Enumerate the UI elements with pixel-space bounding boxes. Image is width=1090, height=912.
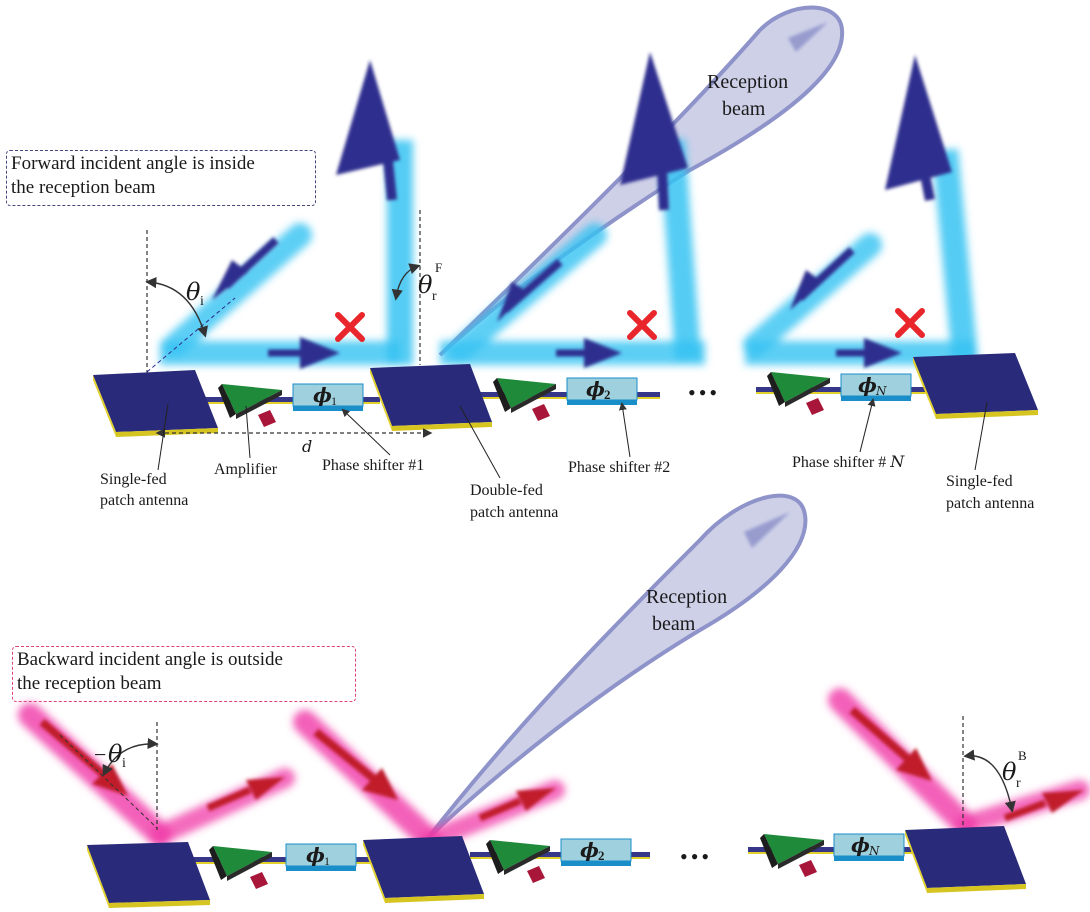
patch-antenna-double-fed-bottom <box>363 836 484 903</box>
svg-text:θ: θ <box>186 278 201 306</box>
blocked-mark-3 <box>895 308 925 338</box>
blocked-marks-top <box>335 308 925 342</box>
forward-note-line-1: Forward incident angle is inside <box>11 153 255 174</box>
amplifier-top-n <box>767 372 830 415</box>
label-phase-shifter-2: Phase shifter #2 <box>568 459 670 476</box>
svg-text:θ: θ <box>1002 758 1017 786</box>
forward-incidence-note: Forward incident angle is inside the rec… <box>6 150 316 206</box>
amplifier-top-1 <box>218 384 282 427</box>
patch-antenna-single-fed-right-top <box>913 353 1038 419</box>
svg-text:1: 1 <box>324 854 330 868</box>
theta-i-label-top: θ i <box>186 278 204 309</box>
spacing-indicator: d <box>155 428 433 456</box>
label-single-fed-left: Single-fed patch antenna <box>100 471 188 509</box>
label-phase-shifter-1: Phase shifter #1 <box>322 457 424 474</box>
reception-beam-top-label: Reception beam <box>707 71 793 120</box>
amplifier-bottom-1 <box>209 846 272 889</box>
svg-text:θ: θ <box>108 740 123 768</box>
patch-antenna-single-fed-right-bottom <box>905 826 1026 893</box>
svg-text:2: 2 <box>598 848 605 863</box>
label-amplifier: Amplifier <box>214 461 278 478</box>
svg-text:ϕ: ϕ <box>851 833 870 857</box>
blocked-mark-2 <box>627 310 657 340</box>
svg-text:1: 1 <box>331 394 337 408</box>
label-single-fed-right: Single-fed patch antenna <box>946 473 1034 512</box>
svg-text:i: i <box>200 294 204 309</box>
svg-text:r: r <box>1016 776 1021 791</box>
svg-text:−: − <box>94 742 106 767</box>
amplifier-bottom-2 <box>486 840 550 883</box>
patch-antenna-double-fed-top <box>370 364 492 431</box>
svg-text:Single-fed: Single-fed <box>100 471 167 488</box>
svg-text:F: F <box>435 260 442 275</box>
theta-r-backward-label: θ r B <box>1002 748 1027 791</box>
forward-arrowheads <box>212 52 952 369</box>
patch-antenna-single-fed-left-bottom <box>87 842 210 908</box>
svg-text:ϕ: ϕ <box>580 838 599 862</box>
phase-shifter-top-1: ϕ 1 <box>292 383 364 411</box>
backward-note-line-2: the reception beam <box>17 673 162 694</box>
svg-text:patch antenna: patch antenna <box>470 504 558 521</box>
theta-r-forward-label: θ r F <box>418 260 442 304</box>
phase-shifter-bottom-1: ϕ 1 <box>285 843 357 871</box>
phase-shifter-top-2: ϕ 2 <box>566 377 638 405</box>
forward-note-line-2: the reception beam <box>11 177 156 198</box>
backward-note-line-1: Backward incident angle is outside <box>17 649 283 670</box>
label-phase-shifter-n: Phase shifter # N <box>792 452 905 471</box>
ellipsis-bottom: ••• <box>680 844 712 869</box>
label-double-fed: Double-fed patch antenna <box>470 482 558 521</box>
amplifier-top-2 <box>493 378 556 421</box>
svg-text:ϕ: ϕ <box>858 373 877 397</box>
reception-beam-bottom: Reception beam <box>426 493 808 840</box>
amplifier-bottom-n <box>760 834 824 877</box>
svg-text:ϕ: ϕ <box>313 383 332 407</box>
phase-shifter-bottom-n: ϕ N <box>833 833 905 861</box>
phase-shifter-top-n: ϕ N <box>840 373 912 401</box>
svg-text:i: i <box>122 756 126 771</box>
backward-incidence-note: Backward incident angle is outside the r… <box>12 646 356 702</box>
ellipsis-top: ••• <box>688 380 720 405</box>
svg-text:B: B <box>1018 748 1027 763</box>
svg-text:ϕ: ϕ <box>306 843 325 867</box>
spacing-label: d <box>302 437 312 456</box>
svg-text:Double-fed: Double-fed <box>470 482 543 499</box>
blocked-mark-1 <box>335 312 365 342</box>
svg-text:θ: θ <box>418 271 433 299</box>
backward-arrowheads <box>39 706 1084 822</box>
svg-text:Single-fed: Single-fed <box>946 473 1013 490</box>
svg-text:2: 2 <box>604 387 611 402</box>
minus-theta-i-label: − θ i <box>94 740 126 771</box>
angle-annotations-bottom <box>59 716 1016 830</box>
svg-text:ϕ: ϕ <box>586 377 605 401</box>
svg-text:patch antenna: patch antenna <box>946 495 1034 512</box>
svg-text:patch antenna: patch antenna <box>100 492 188 509</box>
phase-shifter-bottom-2: ϕ 2 <box>560 838 632 866</box>
svg-text:N: N <box>875 384 887 398</box>
reception-beam-bottom-label: Reception beam <box>646 586 732 635</box>
patch-antenna-single-fed-left-top <box>93 370 218 437</box>
svg-text:N: N <box>868 844 880 858</box>
svg-text:r: r <box>432 289 437 304</box>
angle-annotations-top <box>145 210 421 375</box>
leader-lines-top <box>157 398 988 479</box>
